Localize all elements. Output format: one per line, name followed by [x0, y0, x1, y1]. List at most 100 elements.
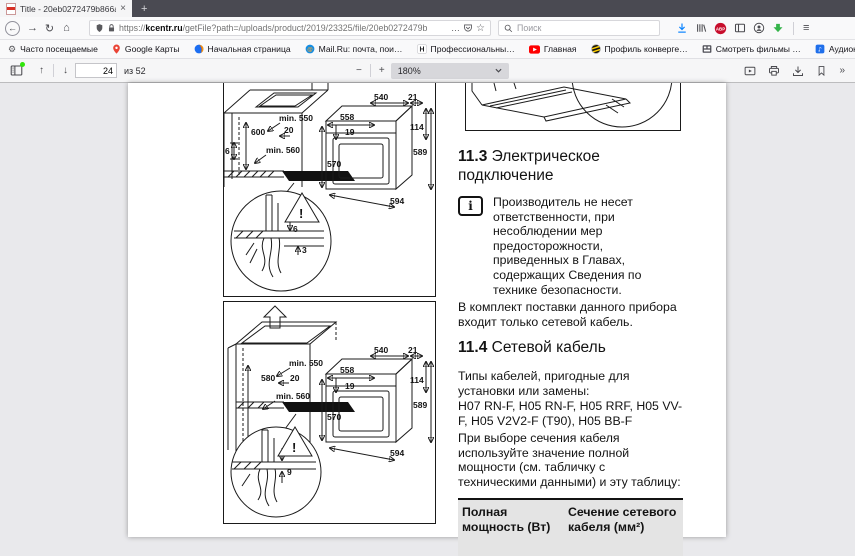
- map-pin-icon: [112, 44, 121, 54]
- bookmark-item-beeline[interactable]: Профиль конверге…: [590, 44, 688, 54]
- gear-icon: ⚙: [8, 43, 17, 54]
- pdf-viewer-area[interactable]: 600 min. 550 20 min. 560 6 558 19 570 59…: [0, 83, 855, 556]
- search-icon: [504, 24, 513, 33]
- zoom-select[interactable]: 180%: [390, 62, 509, 79]
- zoom-level-value: 180%: [397, 65, 421, 76]
- section-heading-11-4: 11.4 Сетевой кабель: [458, 339, 606, 356]
- pdf-separator: [53, 64, 54, 77]
- page-count-label: из 52: [124, 65, 146, 76]
- adblock-icon[interactable]: ABP: [714, 22, 727, 35]
- svg-text:6: 6: [225, 146, 230, 156]
- cabinet-drawing: [227, 321, 355, 458]
- svg-text:3: 3: [302, 245, 307, 255]
- tab-close-button[interactable]: ×: [120, 3, 126, 14]
- bookmark-star-icon[interactable]: ☆: [476, 22, 485, 34]
- svg-text:589: 589: [413, 147, 427, 157]
- tab-bar: Title - 20eb0272479b866a8bb × +: [0, 0, 855, 17]
- zoom-in-button[interactable]: +: [378, 65, 385, 76]
- svg-text:20: 20: [290, 373, 300, 383]
- pocket-icon[interactable]: [463, 23, 473, 33]
- more-tools-icon[interactable]: »: [839, 65, 845, 76]
- bookmark-view-icon[interactable]: [816, 65, 827, 77]
- svg-text:21: 21: [408, 92, 418, 102]
- savefrom-helper-icon[interactable]: [772, 22, 784, 34]
- svg-text:21: 21: [408, 345, 418, 355]
- svg-text:!: !: [299, 206, 303, 221]
- menu-icon[interactable]: ≡: [803, 22, 810, 34]
- bookmark-item-google-maps[interactable]: Google Карты: [112, 44, 180, 54]
- info-note: i Производитель не несет ответственности…: [458, 195, 683, 297]
- print-icon[interactable]: [768, 65, 780, 77]
- installation-diagram-door-open: [465, 83, 681, 131]
- downloads-icon[interactable]: [676, 22, 688, 34]
- svg-text:540: 540: [374, 345, 388, 355]
- bookmark-item-audiobooks[interactable]: ♪Аудиокниги слуша…: [815, 44, 855, 54]
- home-button[interactable]: ⌂: [63, 22, 70, 34]
- svg-text:589: 589: [413, 400, 427, 410]
- svg-text:6: 6: [293, 224, 298, 234]
- supply-paragraph: В комплект поставки данного прибора вход…: [458, 300, 677, 329]
- sidebar-icon[interactable]: [734, 22, 746, 34]
- search-bar[interactable]: Поиск: [498, 20, 660, 36]
- svg-text:min. 560: min. 560: [276, 391, 310, 401]
- letter-h-icon: H: [416, 44, 427, 54]
- navigation-toolbar: ← → ↻ ⌂ https://kcentr.ru/getFile?path=/…: [0, 17, 855, 40]
- previous-page-button[interactable]: ↑: [39, 65, 44, 76]
- page-number-input[interactable]: [75, 63, 117, 78]
- bookmark-item-home-page[interactable]: Начальная страница: [194, 44, 291, 54]
- svg-text:min. 560: min. 560: [266, 145, 300, 155]
- svg-text:min. 550: min. 550: [289, 358, 323, 368]
- svg-text:♪: ♪: [818, 47, 822, 54]
- cable-table: Полная мощность (Вт) Сечение сетевого ка…: [458, 498, 683, 556]
- tab-title: Title - 20eb0272479b866a8bb: [20, 3, 116, 14]
- search-placeholder: Поиск: [517, 23, 542, 33]
- cable-types-list: H07 RN-F, H05 RN-F, H05 RRF, H05 VV-F, H…: [458, 399, 683, 428]
- bookmark-item-films[interactable]: Смотреть фильмы …: [702, 44, 801, 54]
- svg-text:114: 114: [410, 375, 424, 385]
- svg-text:ABP: ABP: [716, 26, 725, 31]
- reload-button[interactable]: ↻: [44, 22, 55, 35]
- forward-button[interactable]: →: [27, 22, 38, 34]
- firefox-icon: [194, 44, 204, 54]
- back-button[interactable]: ←: [5, 20, 20, 36]
- svg-text:540: 540: [374, 92, 388, 102]
- browser-tab[interactable]: Title - 20eb0272479b866a8bb ×: [0, 0, 132, 17]
- new-tab-button[interactable]: +: [141, 2, 148, 15]
- account-icon[interactable]: [753, 22, 765, 34]
- pdf-sidebar-toggle-icon[interactable]: [10, 62, 25, 77]
- svg-text:558: 558: [340, 365, 354, 375]
- info-icon: i: [458, 196, 483, 216]
- oven-drawing: [322, 103, 431, 207]
- bookmark-item-youtube[interactable]: Главная: [528, 44, 577, 54]
- pdf-file-icon: [6, 2, 16, 15]
- zoom-out-button[interactable]: −: [356, 65, 362, 76]
- dimension-labels: 600 min. 550 20 min. 560 6 558 19 570 59…: [225, 92, 427, 255]
- note-text: Производитель не несет ответственности, …: [493, 195, 642, 297]
- bookmark-item-most-visited[interactable]: ⚙Часто посещаемые: [8, 43, 98, 55]
- download-document-icon[interactable]: [792, 65, 804, 77]
- svg-text:H: H: [419, 47, 424, 54]
- svg-text:!: !: [292, 440, 296, 455]
- shield-icon[interactable]: [95, 23, 104, 33]
- bookmarks-bar: ⚙Часто посещаемые Google Карты Начальная…: [0, 40, 855, 59]
- url-bar[interactable]: https://kcentr.ru/getFile?path=/uploads/…: [89, 20, 491, 36]
- presentation-mode-icon[interactable]: [744, 65, 756, 77]
- warning-triangle-icon: [284, 192, 320, 223]
- film-icon: [702, 44, 712, 54]
- installation-diagram-column: 580 min. 550 20 min. 560 558 19 570 594 …: [223, 301, 436, 524]
- table-header-section: Сечение сетевого кабеля (мм²): [568, 505, 677, 534]
- toolbar-separator: [793, 21, 794, 35]
- pdf-toolbar: ↑ ↓ из 52 − + 180% »: [0, 59, 855, 83]
- next-page-button[interactable]: ↓: [63, 65, 68, 76]
- url-text[interactable]: https://kcentr.ru/getFile?path=/uploads/…: [119, 23, 428, 33]
- svg-text:600: 600: [251, 127, 265, 137]
- svg-text:594: 594: [390, 448, 404, 458]
- svg-text:@: @: [307, 47, 313, 53]
- warning-triangle-icon: [277, 426, 313, 457]
- bookmark-item-mailru[interactable]: @Mail.Ru: почта, пои…: [305, 44, 403, 54]
- library-icon[interactable]: [695, 22, 707, 34]
- cabinet-drawing: [224, 83, 355, 194]
- page-actions-icon[interactable]: …: [451, 23, 461, 33]
- open-door-drawing: [471, 83, 673, 128]
